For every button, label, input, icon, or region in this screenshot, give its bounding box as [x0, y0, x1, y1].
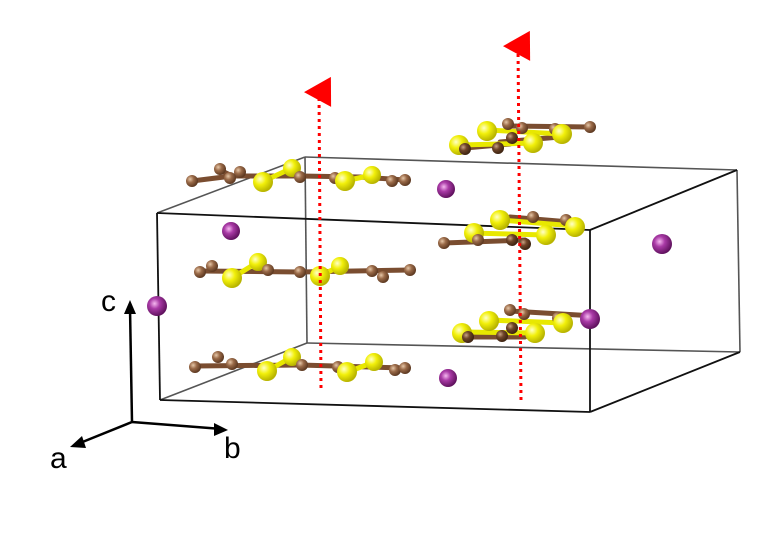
molecule-stack-left-middle [194, 253, 416, 288]
cation-atom [580, 309, 600, 329]
molecule-stack-right-top [449, 118, 596, 155]
molecule-stack-left-top [186, 159, 411, 192]
unit-cell-front-edges [156, 169, 741, 413]
cation-atom [147, 296, 167, 316]
stacking-arrow-right [503, 30, 531, 401]
stacking-direction-arrows [304, 30, 531, 401]
molecule-stack-left-bottom [189, 348, 411, 382]
cation-atom [439, 369, 457, 387]
cation-atom [437, 180, 455, 198]
molecule-stack-right-middle [438, 210, 585, 250]
stacking-arrow-left [304, 76, 332, 389]
crystal-axes [70, 300, 228, 448]
unit-cell-back-edges [156, 156, 741, 401]
axis-label-b: b [224, 432, 241, 465]
cation-atom [652, 234, 672, 254]
molecule-stack-right-bottom [452, 304, 598, 343]
axis-label-a: a [50, 442, 67, 475]
axis-label-c: c [101, 285, 116, 318]
cation-atom [222, 222, 240, 240]
